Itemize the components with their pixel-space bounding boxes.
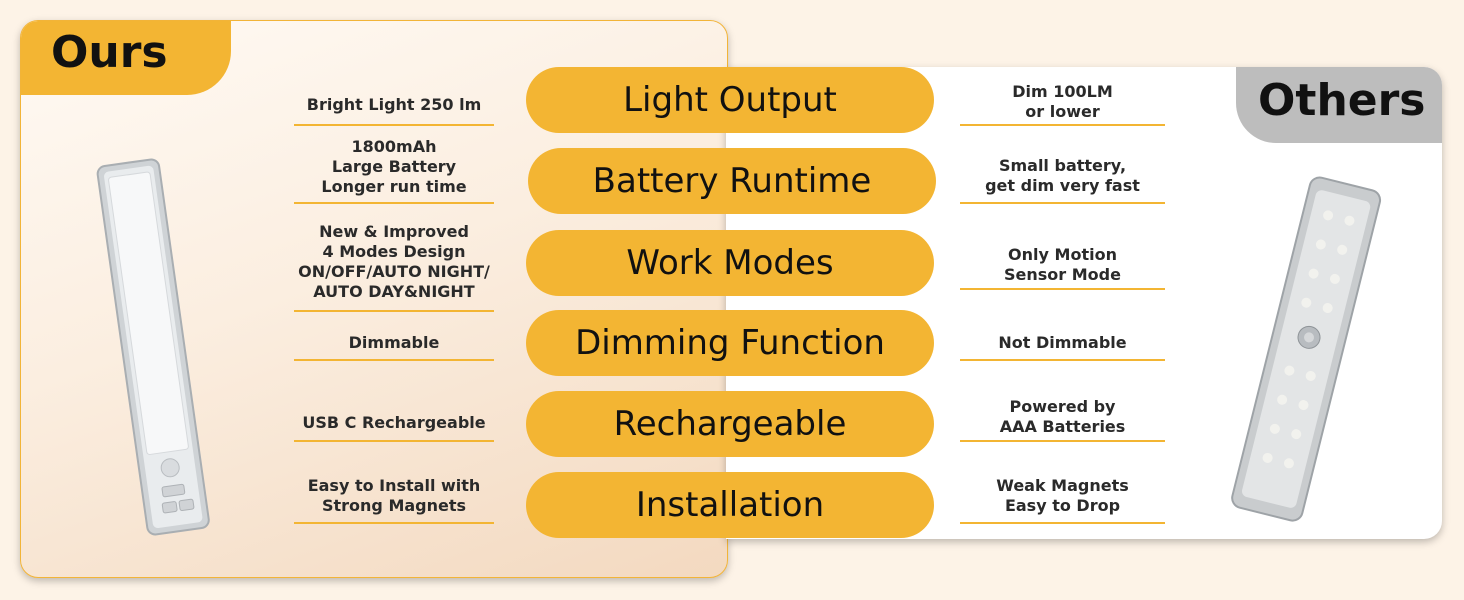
others-installation: Weak Magnets Easy to Drop <box>960 470 1165 524</box>
ours-rechargeable: USB C Rechargeable <box>294 406 494 442</box>
feature-pill-light-output: Light Output <box>526 67 934 133</box>
others-rechargeable: Powered by AAA Batteries <box>960 394 1165 442</box>
ours-light-output: Bright Light 250 lm <box>294 86 494 126</box>
ours-dimming-function: Dimmable <box>294 326 494 361</box>
feature-pill-work-modes: Work Modes <box>526 230 934 296</box>
ours-installation: Easy to Install with Strong Magnets <box>294 470 494 524</box>
others-light-output: Dim 100LM or lower <box>960 80 1165 126</box>
feature-pill-installation: Installation <box>526 472 934 538</box>
ours-battery-runtime: 1800mAh Large Battery Longer run time <box>294 132 494 204</box>
others-light-bar-image <box>1231 176 1382 522</box>
ours-title: Ours <box>51 27 168 78</box>
others-dimming-function: Not Dimmable <box>960 326 1165 361</box>
ours-work-modes: New & Improved 4 Modes Design ON/OFF/AUT… <box>294 214 494 312</box>
others-title: Others <box>1258 75 1426 126</box>
feature-pill-battery-runtime: Battery Runtime <box>528 148 936 214</box>
ours-tab: Ours <box>21 21 231 95</box>
others-work-modes: Only Motion Sensor Mode <box>960 242 1165 290</box>
feature-pill-dimming-function: Dimming Function <box>526 310 934 376</box>
others-tab: Others <box>1236 67 1442 143</box>
feature-pill-rechargeable: Rechargeable <box>526 391 934 457</box>
ours-light-bar-image <box>96 158 210 536</box>
others-battery-runtime: Small battery, get dim very fast <box>960 150 1165 204</box>
